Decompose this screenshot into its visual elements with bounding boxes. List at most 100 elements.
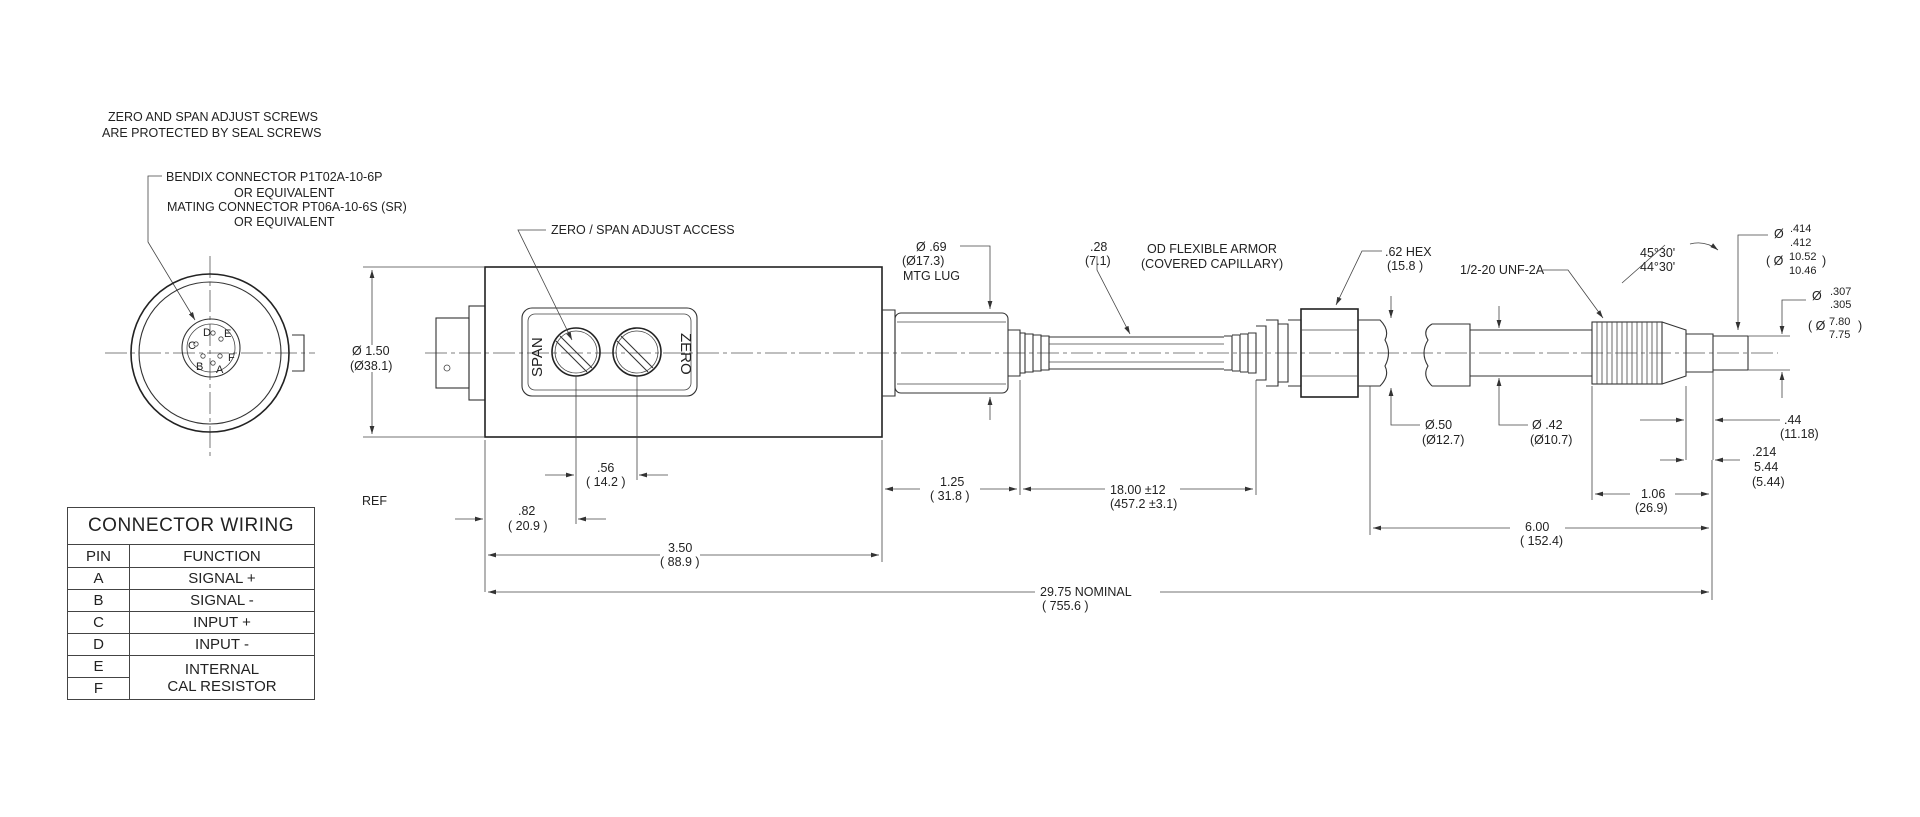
dim-tipB-2: .305 <box>1830 299 1851 311</box>
col-header-function: FUNCTION <box>129 544 315 568</box>
dim-d214: .214 <box>1752 445 1776 459</box>
dim-d1800: 18.00 ±12 <box>1110 483 1166 497</box>
ref-label: REF <box>362 494 387 508</box>
dim-d214-c: (5.44) <box>1752 475 1785 489</box>
bendix-note-line1: BENDIX CONNECTOR P1T02A-10-6P <box>166 170 383 184</box>
dim-d050-mm: (Ø12.7) <box>1422 433 1464 447</box>
pin-label-a: A <box>216 364 224 376</box>
seal-note-line2: ARE PROTECTED BY SEAL SCREWS <box>102 126 322 140</box>
function-cell: INPUT - <box>129 633 315 656</box>
dim-d082: .82 <box>518 504 535 518</box>
dim-lug-dia-mm: (Ø17.3) <box>902 254 944 268</box>
pin-label-d: D <box>203 327 211 339</box>
dim-d106-mm: (26.9) <box>1635 501 1668 515</box>
span-adjust-screw-icon <box>551 327 601 377</box>
dim-d600-mm: ( 152.4) <box>1520 534 1563 548</box>
bendix-leader <box>147 175 196 321</box>
function-cell: INPUT + <box>129 611 315 634</box>
dim-hex-mm: (15.8 ) <box>1387 259 1423 273</box>
table-row: B SIGNAL - <box>67 589 315 612</box>
hex-fitting <box>1256 308 1390 398</box>
dim-tipA-mm-prefix: ( Ø <box>1766 254 1784 268</box>
flex-armor-label2: (COVERED CAPILLARY) <box>1141 257 1283 271</box>
pin-cell: E <box>67 655 130 678</box>
mating-note-line1: MATING CONNECTOR PT06A-10-6S (SR) <box>167 200 407 214</box>
zero-span-access-leader <box>517 229 573 341</box>
bendix-note-line2: OR EQUIVALENT <box>234 186 335 200</box>
dim-d042-mm: (Ø10.7) <box>1530 433 1572 447</box>
stem <box>1423 323 1592 387</box>
merged-function-line2: CAL RESISTOR <box>167 677 277 695</box>
dim-tipB-mm-suffix: ) <box>1858 319 1862 333</box>
span-label: SPAN <box>529 337 546 377</box>
zero-span-plate: SPAN ZERO <box>521 307 698 397</box>
zero-adjust-screw-icon <box>612 327 662 377</box>
pin-cell: D <box>67 633 130 656</box>
dim-hex: .62 HEX <box>1385 245 1432 259</box>
zero-span-access-label: ZERO / SPAN ADJUST ACCESS <box>551 223 735 237</box>
dim-lug-label: MTG LUG <box>903 269 960 283</box>
table-row: E INTERNAL CAL RESISTOR <box>67 655 315 700</box>
pin-label-f: F <box>228 352 235 364</box>
wiring-table-title: CONNECTOR WIRING <box>67 507 315 545</box>
dim-angle1: 45°30' <box>1640 246 1675 260</box>
dim-d042: Ø .42 <box>1532 418 1563 432</box>
table-row: C INPUT + <box>67 611 315 634</box>
dim-tipA-mm1: 10.52 <box>1789 251 1817 263</box>
dim-body-dia: Ø 1.50 <box>352 344 390 358</box>
function-cell: SIGNAL + <box>129 567 315 590</box>
dim-tipA-1: .414 <box>1790 223 1811 235</box>
dim-d1800-mm: (457.2 ±3.1) <box>1110 497 1177 511</box>
pin-label-e: E <box>224 328 231 340</box>
merged-function-line1: INTERNAL <box>184 660 260 678</box>
pin-cell: F <box>67 677 130 700</box>
dim-tipB-1: .307 <box>1830 286 1851 298</box>
function-cell-merged: INTERNAL CAL RESISTOR <box>129 655 315 700</box>
dim-armor-od: .28 <box>1090 240 1107 254</box>
dim-d106: 1.06 <box>1641 487 1665 501</box>
dim-tipA-mm-suffix: ) <box>1822 254 1826 268</box>
table-row: F <box>67 677 315 700</box>
connector-end-view: D E C F B A <box>105 256 315 460</box>
housing-body <box>484 266 883 438</box>
table-row: A SIGNAL + <box>67 567 315 590</box>
table-row: D INPUT - <box>67 633 315 656</box>
dim-lug-dia: Ø .69 <box>916 240 947 254</box>
dim-d050: Ø.50 <box>1425 418 1452 432</box>
dim-d2975-mm: ( 755.6 ) <box>1042 599 1089 613</box>
pin-cell: C <box>67 611 130 634</box>
thread-label: 1/2-20 UNF-2A <box>1460 263 1545 277</box>
function-cell: SIGNAL - <box>129 589 315 612</box>
dim-d082-mm: ( 20.9 ) <box>508 519 548 533</box>
flex-armor-label1: OD FLEXIBLE ARMOR <box>1147 242 1277 256</box>
pin-label-b: B <box>196 361 203 373</box>
dim-tipA-mm2: 10.46 <box>1789 265 1817 277</box>
pin-cell: A <box>67 567 130 590</box>
sensor-tip <box>1686 333 1749 373</box>
mating-note-line2: OR EQUIVALENT <box>234 215 335 229</box>
dim-d125-mm: ( 31.8 ) <box>930 489 970 503</box>
dim-tipB-mm1: 7.80 <box>1829 316 1850 328</box>
dim-d214-b: 5.44 <box>1754 460 1778 474</box>
dim-tipA-prefix: Ø <box>1774 227 1784 241</box>
col-header-pin: PIN <box>67 544 130 568</box>
seal-note-line1: ZERO AND SPAN ADJUST SCREWS <box>108 110 318 124</box>
dim-angle2: 44°30' <box>1640 260 1675 274</box>
flexible-armor <box>1049 332 1257 374</box>
dim-d2975: 29.75 NOMINAL <box>1040 585 1132 599</box>
mounting-lug <box>882 309 1050 397</box>
dim-tipB-prefix: Ø <box>1812 289 1822 303</box>
dim-d056-mm: ( 14.2 ) <box>586 475 626 489</box>
dim-d044-mm: (11.18) <box>1780 427 1819 441</box>
zero-label: ZERO <box>677 333 694 375</box>
dim-armor-od-mm: (7.1) <box>1085 254 1111 268</box>
pin-cell: B <box>67 589 130 612</box>
connector-wiring-table: CONNECTOR WIRING PIN FUNCTION A SIGNAL +… <box>67 507 315 700</box>
dim-d600: 6.00 <box>1525 520 1549 534</box>
dim-tipB-mm-prefix: ( Ø <box>1808 319 1826 333</box>
dim-d350: 3.50 <box>668 541 692 555</box>
dim-d125: 1.25 <box>940 475 964 489</box>
dim-body-dia-mm: (Ø38.1) <box>350 359 392 373</box>
pin-label-c: C <box>188 340 196 352</box>
